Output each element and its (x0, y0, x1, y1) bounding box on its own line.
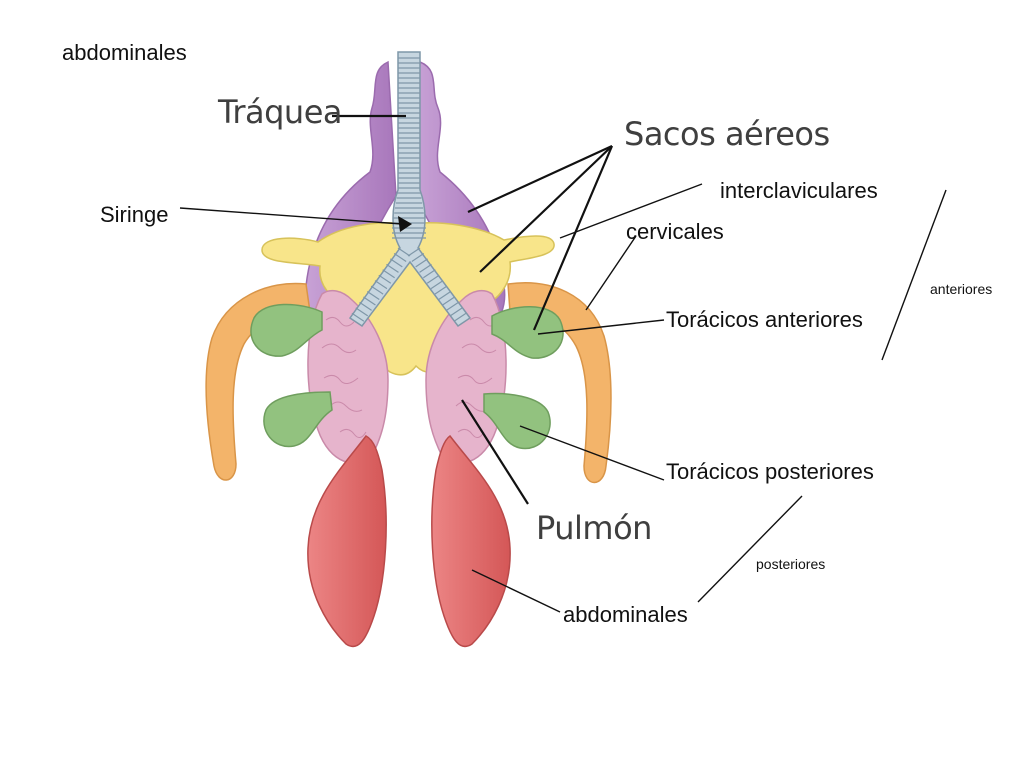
thoracic-posterior-leader (519, 425, 665, 481)
trachea-ring (449, 307, 463, 317)
trachea-ring (415, 258, 429, 268)
trachea-ring (389, 258, 403, 268)
trachea-ring (382, 269, 395, 279)
thoracic-posterior-label: Torácicos posteriores (666, 459, 874, 484)
trachea-ring (397, 247, 411, 257)
posterior-group-line (697, 495, 803, 603)
trachea-ring (378, 274, 392, 284)
thoracic-posterior-sac-left (263, 391, 333, 448)
trachea-ring (411, 252, 425, 262)
trachea-ring (419, 263, 432, 273)
trachea-ring (446, 301, 459, 311)
anterior-group-label: anteriores (930, 281, 993, 297)
top-left-abdominales-label: abdominales (62, 40, 187, 65)
posterior-group-label: posteriores (756, 556, 826, 572)
trachea-ring (355, 307, 369, 317)
cervical-leader (585, 235, 637, 311)
lung-label: Pulmón (536, 509, 652, 547)
trachea-ring (386, 263, 399, 273)
thoracic-anterior-sac-left (250, 303, 323, 357)
interclavicular-label: interclaviculares (720, 178, 878, 203)
trachea-ring (363, 296, 376, 306)
trachea-ring (423, 269, 436, 279)
abdominal-sac-right (431, 434, 511, 648)
trachea-ring (442, 296, 455, 306)
interclavicular-leader (559, 183, 703, 239)
thoracic-anterior-leader (537, 319, 665, 335)
cervical-label: cervicales (626, 219, 724, 244)
trachea-ring (434, 285, 448, 295)
trachea-ring (393, 252, 407, 262)
syrinx-label: Siringe (100, 202, 169, 227)
trachea-ring (407, 247, 421, 257)
trachea-ring (430, 280, 444, 290)
trachea-ring (374, 280, 388, 290)
abdominal-sac-left (307, 435, 387, 648)
trachea-label: Tráquea (218, 93, 343, 131)
air-sacs-leaders (467, 145, 614, 331)
trachea-ring (359, 301, 372, 311)
leader-lines (179, 114, 947, 613)
lung-texture (321, 316, 499, 438)
trachea-ring (453, 312, 467, 322)
lung-leader (461, 399, 529, 505)
trachea-ring (366, 291, 380, 301)
trachea-ring (438, 291, 452, 301)
thoracic-anterior-label: Torácicos anteriores (666, 307, 863, 332)
thoracic-posterior-sac-right (483, 392, 551, 450)
syrinx-leader (179, 207, 403, 225)
trachea-ring (426, 274, 440, 284)
orange-sac-right (507, 282, 612, 484)
orange-sac-left (205, 282, 311, 481)
syrinx-arrowhead (398, 216, 412, 232)
abdominal-leader (471, 569, 561, 613)
air-sacs-label: Sacos aéreos (624, 115, 830, 153)
thoracic-anterior-sac-right (491, 306, 564, 359)
trachea-ring (370, 285, 384, 295)
trachea-ring (351, 312, 365, 322)
abdominal-label: abdominales (563, 602, 688, 627)
anterior-group-line (881, 189, 947, 361)
